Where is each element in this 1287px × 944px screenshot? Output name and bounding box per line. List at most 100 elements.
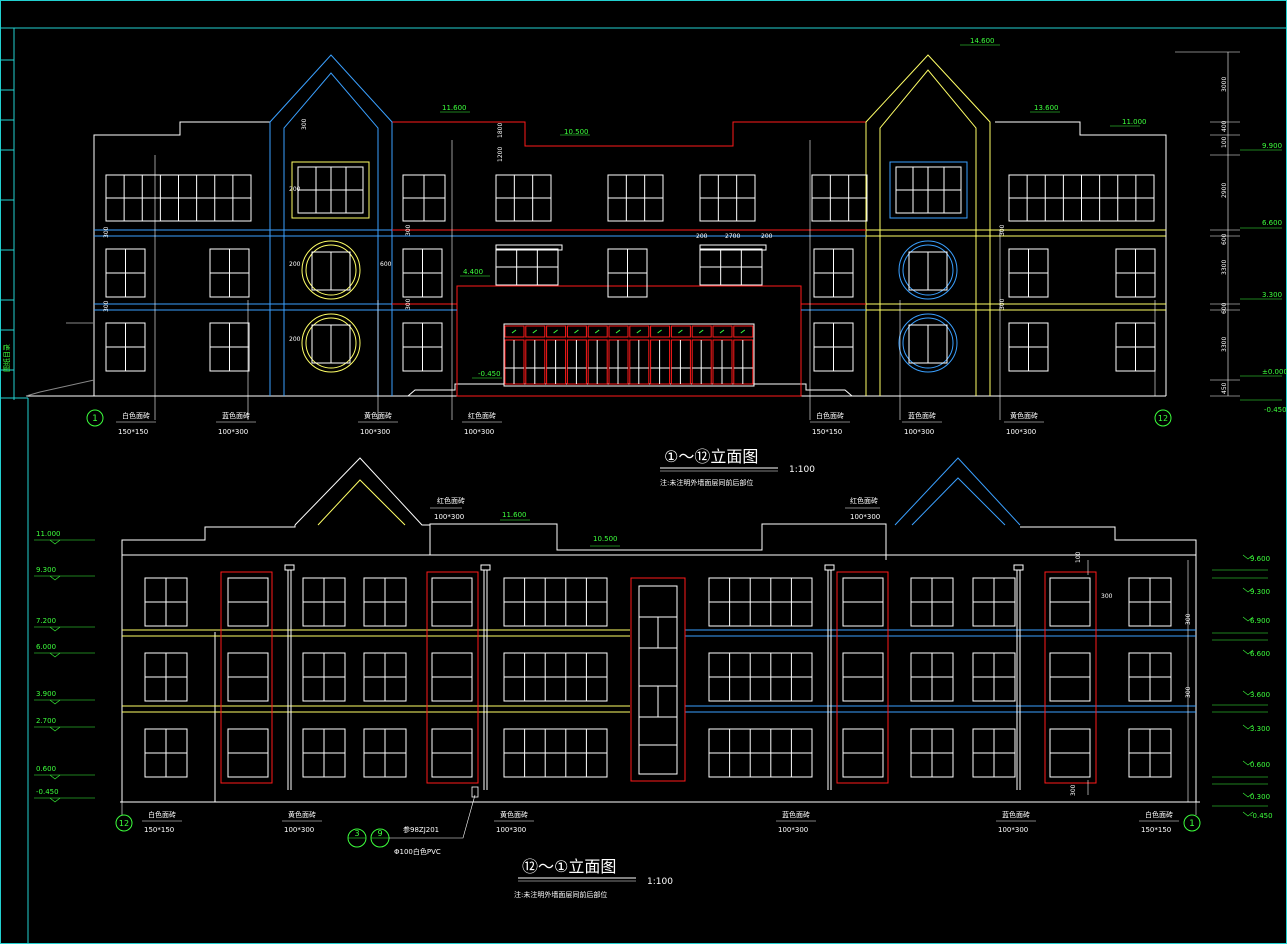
axis-label: 12 (1158, 414, 1168, 423)
dim-label: 300 (1185, 613, 1192, 625)
top-dim-labels: 3000 400 100 2900 600 3300 600 3300 450 … (103, 77, 1228, 394)
bottom-elevation-note: 注:未注明外墙面层同前后部位 (514, 890, 607, 899)
level-label: 6.900 (1250, 617, 1270, 625)
material-callout: 白色面砖 150*150 (142, 810, 182, 834)
level-right-1: 9.900 (1262, 142, 1282, 150)
level-right-3: 3.300 (1262, 291, 1282, 299)
window (842, 728, 884, 778)
window (1128, 577, 1172, 627)
window (363, 652, 407, 702)
window (1008, 248, 1049, 298)
bottom-top-material-left: 红色面砖 100*300 (430, 496, 465, 521)
dim-label: 300 (301, 118, 308, 130)
detail-ref-1: 3 (354, 829, 359, 838)
dim-label: 200 (289, 336, 301, 343)
window (910, 652, 954, 702)
dim-label: 300 (999, 224, 1006, 236)
dim-label: 3300 (1221, 337, 1228, 352)
bottom-top-material-right: 红色面砖 100*300 (845, 496, 880, 521)
bottom-axis-bubble-left: 12 (115, 814, 133, 832)
window (1115, 248, 1156, 298)
dim-label: 600 (380, 261, 392, 268)
material-size: 100*300 (496, 826, 526, 834)
level-right-2: 6.600 (1262, 219, 1282, 227)
material-size: 100*300 (360, 428, 390, 436)
level-left-roof: 11.600 (442, 104, 467, 112)
level-roof-b: 10.500 (593, 535, 618, 543)
right-tower-windows (889, 161, 968, 373)
window (811, 174, 868, 222)
window (607, 248, 648, 298)
level-label: 6.600 (1250, 650, 1270, 658)
window (105, 174, 252, 222)
level-roof-a: 11.600 (502, 511, 527, 519)
top-elevation-title: ①～⑫立面图 (664, 447, 758, 466)
level-label: 9.300 (1250, 588, 1270, 596)
bottom-floor-bands (122, 554, 1196, 713)
window (227, 728, 269, 778)
material-name: 白色面砖 (122, 411, 150, 420)
material-name: 红色面砖 (468, 411, 496, 420)
top-material-callouts: 白色面砖150*150蓝色面砖100*300黄色面砖100*300红色面砖100… (116, 411, 1044, 436)
material-size: 150*150 (144, 826, 174, 834)
top-elevation-note: 注:未注明外墙面层同前后部位 (660, 478, 753, 487)
right-tower (865, 54, 991, 396)
dim-label: 200 (289, 261, 301, 268)
dim-label: 2700 (725, 233, 740, 240)
axis-bubble-left: 1 (86, 409, 104, 427)
material-size: 100*300 (434, 513, 464, 521)
window (227, 577, 269, 627)
dim-label: 300 (103, 226, 110, 238)
window (431, 652, 473, 702)
level-ground: -0.450 (478, 370, 501, 378)
level-roof-peak: 14.600 (970, 37, 995, 45)
door-panel (546, 325, 567, 385)
window (495, 174, 552, 222)
window (209, 248, 250, 298)
door-panel (504, 325, 525, 385)
top-elevation-scale: 1:100 (789, 465, 815, 475)
level-label: -0.450 (1250, 812, 1273, 820)
dim-label: 300 (405, 298, 412, 310)
window (209, 322, 250, 372)
material-name: 白色面砖 (148, 810, 176, 819)
dim-label: 300 (1101, 593, 1113, 600)
material-size: 100*300 (1006, 428, 1036, 436)
top-building-outline (25, 121, 1167, 397)
top-red-roofline (392, 121, 866, 397)
dim-label: 300 (1070, 784, 1077, 796)
bottom-level-lines (34, 519, 1268, 807)
window (1008, 322, 1049, 372)
window (842, 652, 884, 702)
window (227, 652, 269, 702)
level-canopy: 4.400 (463, 268, 483, 276)
material-size: 100*300 (904, 428, 934, 436)
door-panel (712, 325, 733, 385)
level-label: 0.600 (1250, 761, 1270, 769)
window (105, 248, 146, 298)
window (842, 577, 884, 627)
door-panel (566, 325, 587, 385)
dim-label: 200 (761, 233, 773, 240)
material-callout: 黄色面砖 100*300 (1004, 411, 1044, 436)
window (302, 652, 346, 702)
window (1049, 652, 1091, 702)
window (302, 577, 346, 627)
window (144, 577, 188, 627)
material-name: 蓝色面砖 (222, 411, 250, 420)
dim-label: 300 (405, 224, 412, 236)
bottom-material-callouts: 白色面砖150*150黄色面砖100*300黄色面砖100*300蓝色面砖100… (142, 810, 1179, 834)
bottom-elevation-scale: 1:100 (647, 877, 673, 887)
door-panel (525, 325, 546, 385)
material-name: 黄色面砖 (1010, 411, 1038, 420)
window (1049, 577, 1091, 627)
window (1115, 322, 1156, 372)
window (813, 248, 854, 298)
window (1049, 728, 1091, 778)
level-right-high: 13.600 (1034, 104, 1059, 112)
